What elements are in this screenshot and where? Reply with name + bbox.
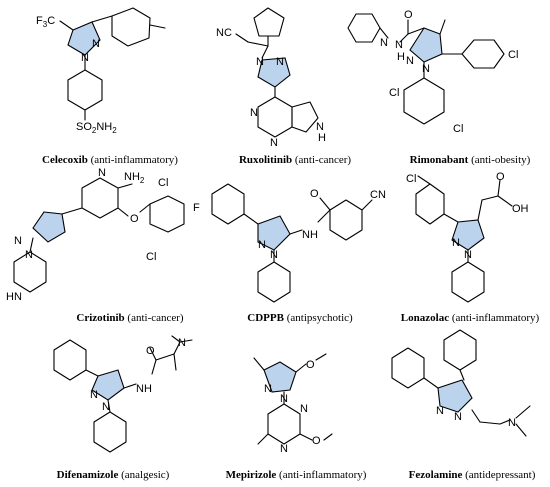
- svg-text:SO2NH2: SO2NH2: [76, 121, 117, 135]
- difenamizole-n1: N: [90, 389, 98, 401]
- crizotinib-n1: N: [14, 235, 22, 247]
- cdppb-n2: N: [270, 249, 278, 261]
- rimonabant-h: H: [397, 51, 405, 63]
- ruxolitinib-n4: N: [270, 137, 278, 149]
- mepirizole-o2: O: [312, 435, 321, 447]
- sulfonyl-label: SO: [76, 121, 92, 133]
- lonazolac-cl: Cl: [406, 173, 416, 185]
- caption-ruxolitinib: Ruxolitinib (anti-cancer): [239, 154, 351, 166]
- ruxolitinib-h: H: [318, 132, 326, 144]
- crizotinib-n-pyridine: N: [98, 167, 106, 179]
- caption-lonazolac: Lonazolac (anti-inflammatory): [401, 312, 540, 324]
- lonazolac-n1: N: [452, 237, 460, 249]
- caption-difenamizole: Difenamizole (analgesic): [57, 469, 170, 481]
- rimonabant-n2: N: [422, 63, 430, 75]
- rimonabant-cl2: Cl: [389, 87, 399, 99]
- crizotinib-hn: HN: [6, 291, 22, 303]
- cdppb-o: O: [310, 188, 319, 200]
- cdppb-nh: NH: [302, 229, 318, 241]
- structure-mepirizole: N N N N O O: [253, 353, 333, 455]
- mepirizole-n3: N: [300, 403, 308, 415]
- mepirizole-n1: N: [264, 383, 272, 395]
- crizotinib-f: F: [193, 202, 200, 214]
- rimonabant-cl3: Cl: [453, 123, 463, 135]
- caption-cdppb: CDPPB (antipsychotic): [247, 312, 353, 324]
- structure-rimonabant: N N H O N N Cl Cl Cl: [347, 9, 518, 135]
- cdppb-n1: N: [258, 239, 266, 251]
- rimonabant-cl1: Cl: [508, 49, 518, 61]
- pyrazole-ring-ruxolitinib: [257, 57, 291, 88]
- cdppb-cn: CN: [370, 189, 386, 201]
- structure-ruxolitinib: NC N N N N N H: [216, 7, 326, 149]
- crizotinib-n2: N: [25, 249, 33, 261]
- caption-mepirizole: Mepirizole (anti-inflammatory): [226, 469, 367, 481]
- pyrazole-ring-difenamizole: [91, 369, 125, 401]
- difenamizole-nh: NH: [136, 383, 152, 395]
- fezolamine-n1: N: [436, 405, 444, 417]
- cf3-subscript: 3: [43, 20, 48, 29]
- caption-crizotinib: Crizotinib (anti-cancer): [76, 312, 184, 324]
- pyrazole-ring-cdppb: [257, 215, 291, 251]
- difenamizole-n2: N: [102, 401, 110, 413]
- pyrazole-ring-mepirizole: [263, 361, 297, 393]
- rimonabant-o: O: [404, 9, 413, 21]
- pyrazole-ring-rimonabant: [409, 27, 443, 63]
- pyrazole-ring-celecoxib: [67, 21, 101, 56]
- lonazolac-n2: N: [464, 249, 472, 261]
- structure-celecoxib: F3C N N SO2NH2: [36, 7, 166, 135]
- ruxolitinib-n2: N: [276, 56, 284, 68]
- crizotinib-o: O: [130, 213, 139, 225]
- ruxolitinib-nc: NC: [216, 27, 232, 39]
- mepirizole-n4: N: [280, 443, 288, 455]
- cf3-f-label: F: [36, 15, 43, 27]
- fezolamine-n2: N: [454, 411, 462, 423]
- difenamizole-nme2: N: [178, 337, 186, 349]
- fezolamine-nme2: N: [508, 417, 516, 429]
- mepirizole-n2: N: [280, 393, 288, 405]
- crizotinib-cl2: Cl: [146, 251, 156, 263]
- pyrazole-ring-fezolamine: [437, 379, 473, 413]
- caption-fezolamine: Fezolamine (antidepressant): [409, 469, 536, 481]
- structure-lonazolac: Cl O OH N N: [406, 171, 529, 303]
- ruxolitinib-n1: N: [256, 56, 264, 68]
- structure-fezolamine: N N N: [391, 329, 531, 437]
- lonazolac-oh: OH: [512, 203, 529, 215]
- rimonabant-nh: N: [395, 39, 403, 51]
- celecoxib-n2: N: [81, 52, 89, 64]
- celecoxib-n1: N: [92, 38, 100, 50]
- svg-text:F3C: F3C: [36, 15, 55, 29]
- caption-celecoxib: Celecoxib (anti-inflammatory): [42, 154, 178, 166]
- caption-rimonabant: Rimonabant (anti-obesity): [410, 154, 531, 166]
- ruxolitinib-n3: N: [250, 107, 258, 119]
- mepirizole-o1: O: [306, 359, 315, 371]
- pyrazole-ring-crizotinib: [32, 211, 66, 243]
- lonazolac-o: O: [496, 171, 505, 183]
- crizotinib-cl1: Cl: [158, 177, 168, 189]
- rimonabant-pip-n: N: [380, 37, 388, 49]
- crizotinib-nh2: NH: [124, 171, 140, 183]
- pyrazole-ring-lonazolac: [451, 219, 485, 251]
- rimonabant-n1: N: [406, 55, 414, 67]
- structure-difenamizole: N N NH O N: [53, 335, 193, 453]
- difenamizole-o: O: [146, 345, 155, 357]
- structure-crizotinib: N NH2 O Cl F Cl N N HN: [6, 167, 200, 303]
- ruxolitinib-nh: N: [316, 121, 324, 133]
- svg-text:NH2: NH2: [124, 171, 145, 185]
- cf3-c-label: C: [47, 15, 55, 27]
- structure-cdppb: N N NH O CN: [211, 183, 386, 303]
